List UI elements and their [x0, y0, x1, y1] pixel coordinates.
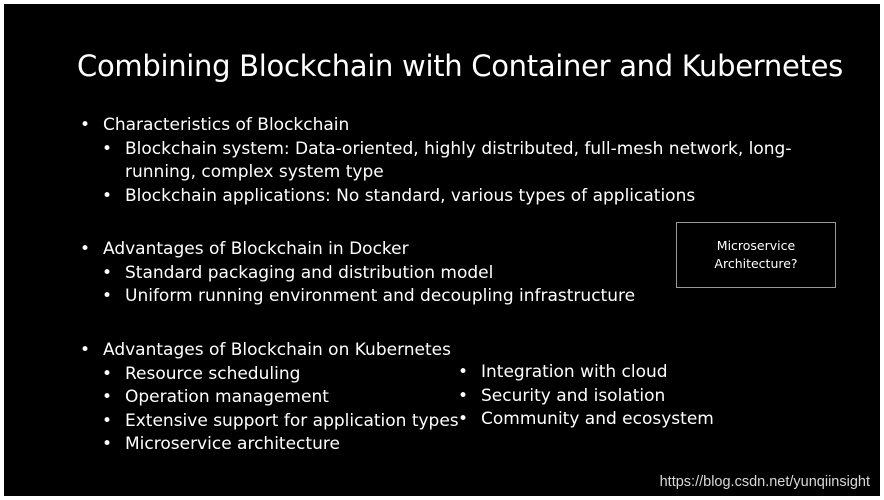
bullet-item-level2: • Microservice architecture: [77, 433, 497, 457]
watermark-url: https://blog.csdn.net/yunqiinsight: [659, 474, 870, 490]
slide-title: Combining Blockchain with Container and …: [77, 49, 843, 83]
bullet-icon: •: [458, 385, 469, 406]
bullet-icon: •: [102, 410, 113, 431]
section-heading: Characteristics of Blockchain: [103, 115, 350, 135]
bullet-text: Standard packaging and distribution mode…: [125, 262, 494, 283]
callout-box: Microservice Architecture?: [676, 222, 836, 288]
bullet-item-level1: • Advantages of Blockchain in Docker: [77, 238, 677, 262]
bullet-icon: •: [102, 434, 113, 454]
callout-line: Architecture?: [714, 256, 798, 271]
bullet-text: Blockchain applications: No standard, va…: [125, 185, 696, 206]
section-heading: Advantages of Blockchain on Kubernetes: [103, 340, 451, 360]
bullet-item-level2: • Standard packaging and distribution mo…: [77, 262, 677, 286]
bullet-item-level1: • Advantages of Blockchain on Kubernetes: [77, 339, 497, 363]
bullet-text: Resource scheduling: [125, 363, 301, 384]
bullet-item-level2: • Resource scheduling: [77, 363, 497, 387]
bullet-icon: •: [102, 387, 113, 407]
section-docker: • Advantages of Blockchain in Docker • S…: [77, 238, 677, 309]
bullet-icon: •: [102, 185, 113, 206]
bullet-icon: •: [458, 409, 469, 429]
section-characteristics: • Characteristics of Blockchain • Blockc…: [77, 114, 817, 208]
bullet-item-level2: • Uniform running environment and decoup…: [77, 285, 677, 309]
bullet-icon: •: [102, 363, 113, 384]
bullet-item-level1: • Characteristics of Blockchain: [77, 114, 817, 138]
bullet-text: Uniform running environment and decoupli…: [125, 286, 636, 306]
bullet-icon: •: [80, 340, 91, 360]
bullet-item-level2: • Integration with cloud: [455, 361, 755, 385]
bullet-text: Security and isolation: [481, 385, 666, 406]
section-heading: Advantages of Blockchain in Docker: [103, 239, 409, 259]
bullet-item-level2: • Operation management: [77, 386, 497, 410]
bullet-icon: •: [80, 115, 91, 135]
bullet-item-level2: • Extensive support for application type…: [77, 410, 497, 434]
callout-line: Microservice: [716, 238, 796, 253]
bullet-text: Community and ecosystem: [481, 409, 714, 429]
bullet-icon: •: [458, 362, 469, 382]
bullet-item-level2: • Community and ecosystem: [455, 408, 755, 432]
bullet-icon: •: [102, 262, 113, 283]
bullet-item-level2: • Blockchain applications: No standard, …: [77, 185, 817, 209]
section-kubernetes-right: • Integration with cloud • Security and …: [455, 361, 755, 432]
section-kubernetes: • Advantages of Blockchain on Kubernetes…: [77, 339, 497, 457]
slide: Combining Blockchain with Container and …: [4, 4, 880, 496]
bullet-text: Extensive support for application types: [125, 410, 459, 431]
bullet-icon: •: [80, 239, 91, 259]
bullet-icon: •: [102, 138, 113, 159]
bullet-text: Operation management: [125, 387, 329, 407]
bullet-text: Blockchain system: Data-oriented, highly…: [125, 138, 792, 183]
bullet-icon: •: [102, 286, 113, 306]
bullet-text: Integration with cloud: [481, 362, 668, 382]
bullet-item-level2: • Security and isolation: [455, 385, 755, 409]
bullet-item-level2: • Blockchain system: Data-oriented, high…: [77, 138, 817, 185]
bullet-text: Microservice architecture: [125, 434, 340, 454]
